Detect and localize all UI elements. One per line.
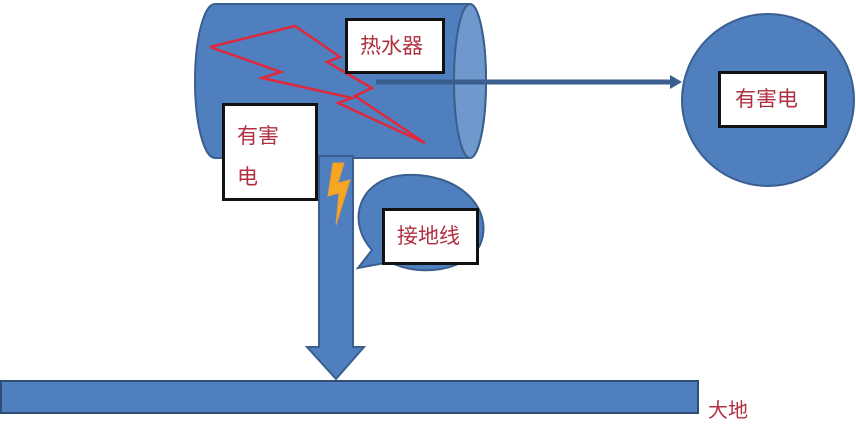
spark-bolt-icon	[327, 162, 351, 226]
earth-label: 大地	[708, 398, 748, 422]
earth-bar	[0, 380, 699, 414]
heater-label-text: 热水器	[360, 34, 423, 58]
harmful-current-text-line1: 有害	[237, 124, 279, 148]
lightning-bolt-icon	[209, 24, 426, 145]
harmful-current-text-line2: 电	[237, 164, 258, 189]
ground-wire-label-text: 接地线	[397, 224, 460, 248]
circle-harmful-current-label: 有害电	[718, 71, 827, 128]
heater-label: 热水器	[345, 18, 445, 74]
harmful-current-label-box: 有害 电	[222, 103, 318, 201]
circle-harmful-current-text: 有害电	[735, 87, 798, 111]
arrow-right-icon	[376, 75, 682, 89]
ground-wire-label: 接地线	[382, 208, 479, 265]
